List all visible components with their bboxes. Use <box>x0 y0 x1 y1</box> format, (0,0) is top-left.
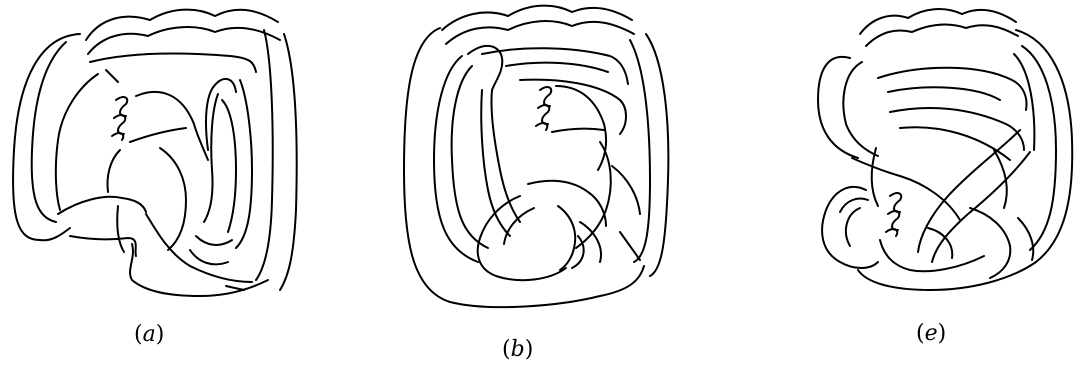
knot-e-strand <box>890 193 901 212</box>
knot-a-strand <box>256 30 273 280</box>
caption-a-open: ( <box>134 322 143 347</box>
caption-b: (b) <box>502 337 533 362</box>
knot-e-strand <box>852 158 900 176</box>
knot-a-strand <box>70 236 136 256</box>
knot-b-strand <box>504 208 534 244</box>
knot-e-strand <box>843 62 878 156</box>
knot-b-strand <box>434 56 478 262</box>
knot-b-strand <box>612 166 640 214</box>
knot-a-strand <box>108 150 121 192</box>
knot-b-strand <box>446 21 634 44</box>
knot-e-strand <box>1014 54 1034 150</box>
knot-e-strand <box>888 87 1000 100</box>
knot-b-strand <box>630 40 650 262</box>
caption-b-open: ( <box>502 337 511 362</box>
knot-a-strand <box>106 70 118 82</box>
knot-a-strand <box>116 97 127 116</box>
knot-a-strand <box>160 148 186 250</box>
knot-a-strand <box>58 197 146 214</box>
knot-b-strand <box>404 28 644 307</box>
knot-e-strand <box>822 187 878 268</box>
knot-e-strand <box>866 25 1018 46</box>
knot-a-strand <box>117 206 124 252</box>
knot-e-strand <box>840 199 868 213</box>
caption-b-letter: b <box>511 337 525 362</box>
knot-b-strand <box>506 63 608 72</box>
knot-diagram-a <box>13 10 297 296</box>
knot-a-strand <box>130 128 186 142</box>
knot-diagram-e <box>818 9 1072 290</box>
knot-e-strand <box>858 262 1036 290</box>
knot-a-strand <box>222 100 236 232</box>
knot-a-strand <box>280 34 297 290</box>
caption-e-letter: e <box>925 321 938 346</box>
knot-e-strand <box>886 229 897 236</box>
knot-b-strand <box>482 48 628 84</box>
caption-a-close: ) <box>156 322 165 347</box>
knot-a-strand <box>90 54 256 72</box>
caption-e: (e) <box>916 321 946 346</box>
knot-e-strand <box>872 148 878 206</box>
knot-e-strand <box>1018 218 1033 260</box>
knot-e-strand <box>846 208 860 246</box>
caption-a: (a) <box>134 322 164 347</box>
knot-b-strand <box>558 206 575 270</box>
caption-e-open: ( <box>916 321 925 346</box>
knot-a-strand <box>196 236 232 245</box>
knot-a-strand <box>56 74 98 210</box>
knot-a-strand <box>112 133 123 140</box>
knot-e-strand <box>860 9 1016 34</box>
knot-e-strand <box>900 176 960 220</box>
knot-b-strand <box>552 129 604 132</box>
knot-b-strand <box>540 87 551 106</box>
knot-e-strand <box>970 208 1010 278</box>
knot-b-strand <box>468 46 520 222</box>
knot-a-strand <box>136 92 208 160</box>
knot-a-strand <box>114 115 125 134</box>
knot-e-strand <box>880 240 984 271</box>
knot-b-strand <box>478 196 566 280</box>
knot-a-strand <box>13 34 80 240</box>
knot-a-strand <box>236 80 252 248</box>
caption-a-letter: a <box>143 322 156 347</box>
knot-a-strand <box>226 286 244 290</box>
knot-a-strand <box>190 250 228 264</box>
knot-diagram-b <box>404 6 668 308</box>
knot-e-strand <box>888 211 899 230</box>
knot-b-strand <box>538 105 549 124</box>
knot-b-strand <box>620 232 640 260</box>
caption-e-close: ) <box>938 321 947 346</box>
knot-b-strand <box>536 123 547 130</box>
knot-a-strand <box>32 42 66 222</box>
knot-b-strand <box>481 90 510 236</box>
knot-a-strand <box>88 27 280 54</box>
knot-e-strand <box>932 152 1030 262</box>
knot-b-strand <box>528 181 606 226</box>
caption-b-close: ) <box>525 337 534 362</box>
knot-b-strand <box>442 6 632 30</box>
knot-e-strand <box>994 150 1007 208</box>
